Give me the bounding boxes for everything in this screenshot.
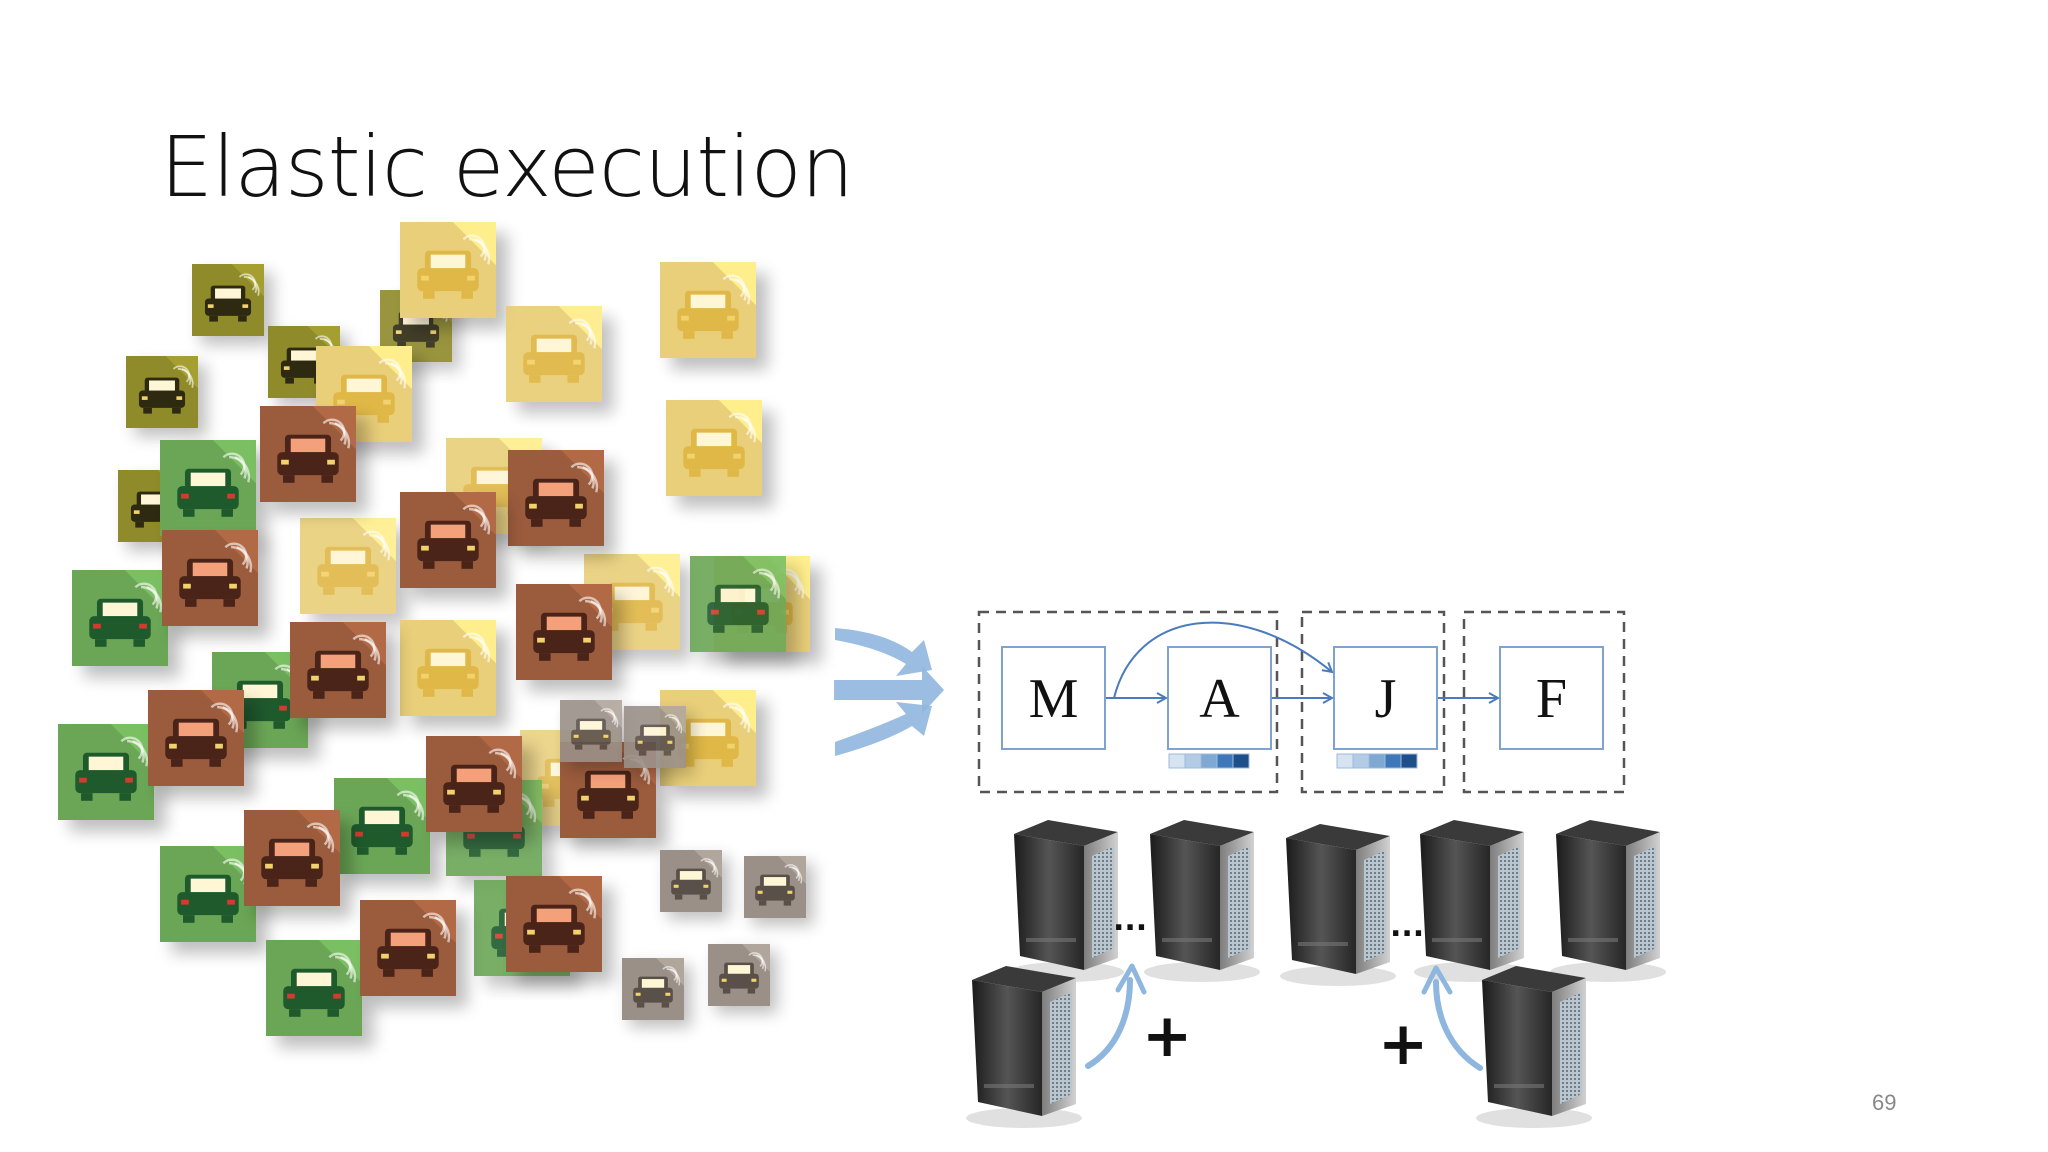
vehicle-tile xyxy=(666,400,774,508)
operator-a: A xyxy=(1167,646,1272,769)
vehicle-tile xyxy=(660,262,768,370)
input-arrows xyxy=(834,628,944,756)
vehicle-tile xyxy=(516,584,624,692)
scale-out-arrow-left xyxy=(1085,977,1133,1069)
vehicle-tile xyxy=(360,900,468,1008)
plus-sign-left: + xyxy=(1142,1001,1192,1071)
vehicle-tile xyxy=(260,406,368,514)
vehicle-tile xyxy=(300,518,408,626)
vehicle-tile xyxy=(622,958,692,1028)
input-arrow-bottom xyxy=(835,702,932,756)
vehicle-tile xyxy=(508,450,616,558)
vehicle-tile xyxy=(192,264,273,345)
server-icon xyxy=(1280,824,1396,986)
server-icon xyxy=(1476,966,1592,1128)
vehicle-tile xyxy=(244,810,352,918)
vehicle-tile xyxy=(266,940,374,1048)
vehicle-tile xyxy=(660,850,730,920)
operator-f: F xyxy=(1499,646,1604,750)
vehicle-tile xyxy=(400,222,508,330)
server-icon xyxy=(1144,820,1260,982)
scale-out-arrow-right-head xyxy=(1421,965,1453,995)
operator-f-label: F xyxy=(1536,668,1567,730)
server-icon xyxy=(1008,820,1124,982)
vehicle-tile xyxy=(506,876,614,984)
dataflow-edges xyxy=(1106,621,1498,699)
vehicle-tile xyxy=(560,700,630,770)
operator-j-label: J xyxy=(1375,668,1397,730)
server-icon xyxy=(1550,820,1666,982)
vehicle-tile xyxy=(290,622,398,730)
vehicle-tile xyxy=(624,706,694,776)
operator-m-label: M xyxy=(1029,668,1079,730)
scale-out-arrows xyxy=(1085,963,1483,1071)
server-ellipsis-right: ... xyxy=(1390,909,1424,944)
edge-m-j xyxy=(1113,621,1332,699)
vehicle-tile xyxy=(148,690,256,798)
vehicle-tile xyxy=(400,620,508,728)
vehicle-tile xyxy=(426,736,534,844)
scale-out-arrow-left-head xyxy=(1115,963,1147,995)
operator-groups xyxy=(977,610,1626,794)
operator-a-queue xyxy=(1168,753,1250,769)
operator-j: J xyxy=(1333,646,1438,769)
group-box-2 xyxy=(1300,610,1446,794)
slide-number: 69 xyxy=(1872,1090,1897,1115)
input-arrow-top xyxy=(835,628,932,676)
server-icon xyxy=(1414,820,1530,982)
server-ellipsis-left: ... xyxy=(1113,903,1147,938)
server-icon xyxy=(966,966,1082,1128)
vehicle-tile xyxy=(744,856,814,926)
connected-vehicles-cluster xyxy=(58,222,822,1048)
operator-m: M xyxy=(1001,646,1106,750)
server-cluster xyxy=(966,820,1666,1128)
slide-title: Elastic execution xyxy=(160,118,854,216)
vehicle-tile xyxy=(690,556,798,664)
operator-j-queue xyxy=(1336,753,1418,769)
vehicle-tile xyxy=(506,306,614,414)
vehicle-tile xyxy=(126,356,207,437)
input-arrow-middle xyxy=(834,666,944,714)
scale-out-arrow-right xyxy=(1433,979,1483,1071)
vehicle-tile xyxy=(708,944,778,1014)
vehicle-tile xyxy=(400,492,508,600)
operator-a-label: A xyxy=(1199,668,1240,730)
vehicle-tile xyxy=(162,530,270,638)
plus-sign-right: + xyxy=(1378,1009,1428,1079)
